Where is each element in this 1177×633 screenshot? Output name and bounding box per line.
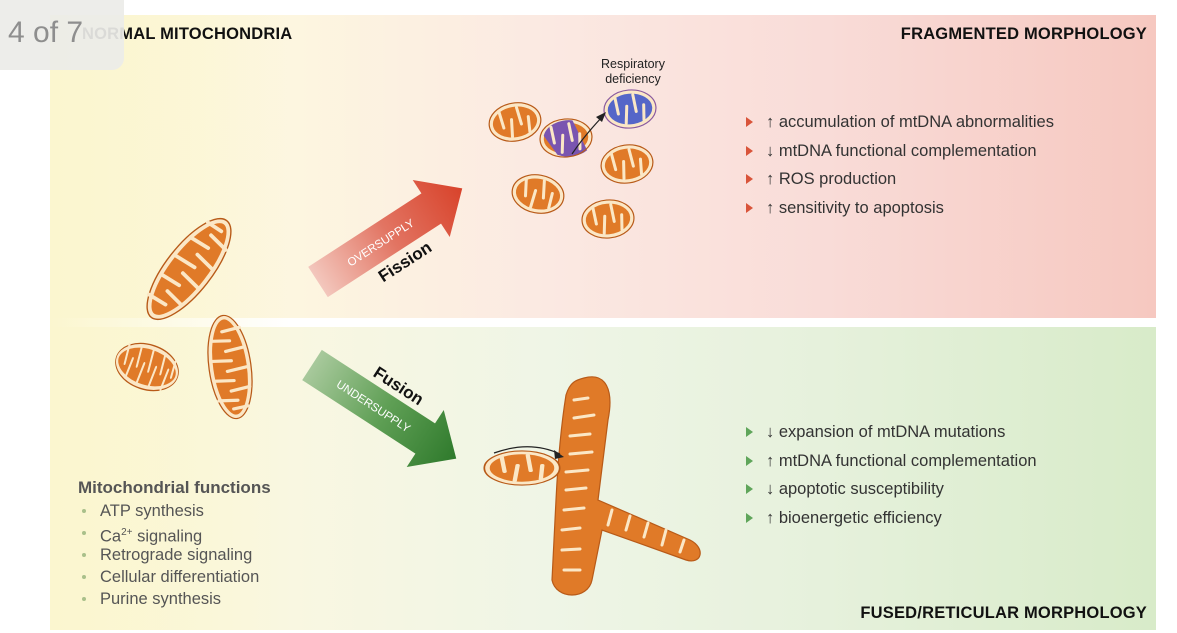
list-item: ATP synthesis (78, 500, 271, 522)
bullet-triangle-icon (746, 512, 753, 523)
bullet-triangle-icon (746, 145, 753, 156)
list-item: Purine synthesis (78, 588, 271, 610)
effect-text: ↓ mtDNA functional complementation (766, 141, 1037, 160)
bullet-triangle-icon (746, 427, 753, 437)
fused-effects-list: ↓ expansion of mtDNA mutations ↑ mtDNA f… (746, 418, 1037, 532)
bullet-triangle-icon (746, 455, 753, 466)
function-text: Cellular differentiation (100, 568, 260, 586)
effect-text: ↑ accumulation of mtDNA abnormalities (766, 113, 1054, 131)
fragment-mitochondrion (578, 196, 638, 242)
normal-panel-fade (50, 15, 290, 630)
bullet-triangle-icon (746, 174, 753, 184)
normal-mitochondria-heading: NORMAL MITOCHONDRIA (82, 25, 293, 43)
fragment-mitochondrion (507, 169, 569, 219)
bullet-triangle-icon (746, 484, 753, 494)
list-item: Retrograde signaling (78, 544, 271, 566)
effect-text: ↓ expansion of mtDNA mutations (766, 423, 1006, 441)
list-item: ↑ ROS production (746, 165, 1054, 194)
normal-mitochondrion-long (133, 206, 245, 331)
effect-text: ↑ ROS production (766, 170, 897, 188)
fragmented-morphology-heading: FRAGMENTED MORPHOLOGY (900, 25, 1147, 43)
functions-title: Mitochondrial functions (78, 478, 271, 497)
bullet-triangle-icon (746, 202, 753, 213)
effect-text: ↓ apoptotic susceptibility (766, 480, 944, 498)
respiratory-deficiency-label: Respiratory deficiency (601, 57, 665, 86)
effect-text: ↑ mtDNA functional complementation (766, 451, 1037, 470)
list-item: ↓ apoptotic susceptibility (746, 475, 1037, 504)
bullet-dot-icon (82, 575, 86, 579)
functions-list: ATP synthesis Ca2+ signaling Retrograde … (78, 500, 271, 610)
effect-text: ↑ bioenergetic efficiency (766, 508, 942, 527)
list-item: ↑ mtDNA functional complementation (746, 447, 1037, 476)
fusion-motion-arrow-head (554, 450, 564, 459)
list-item: ↑ accumulation of mtDNA abnormalities (746, 108, 1054, 137)
calcium-superscript: 2+ (121, 527, 133, 538)
list-item: ↓ mtDNA functional complementation (746, 137, 1054, 166)
page-counter: 4 of 7 (8, 16, 84, 49)
deficient-mitochondrion (600, 86, 660, 132)
list-item: ↓ expansion of mtDNA mutations (746, 418, 1037, 447)
deficiency-arrow-head (596, 112, 606, 122)
fusing-mitochondrion (484, 451, 559, 485)
fusion-arrow: UNDERSUPPLY Fusion (302, 349, 457, 468)
function-text: Purine synthesis (100, 590, 222, 608)
effect-text: ↑ sensitivity to apoptosis (766, 198, 944, 217)
list-item: Ca2+ signaling (78, 522, 271, 546)
fission-arrow: OVERSUPPLY Fission (308, 179, 463, 298)
fused-morphology-heading: FUSED/RETICULAR MORPHOLOGY (860, 604, 1147, 622)
list-item: ↑ sensitivity to apoptosis (746, 194, 1054, 223)
fragment-mitochondrion (596, 139, 658, 189)
fragmented-effects-list: ↑ accumulation of mtDNA abnormalities ↓ … (746, 108, 1054, 222)
mitochondrial-functions: Mitochondrial functions ATP synthesis Ca… (78, 478, 271, 610)
bullet-dot-icon (82, 509, 86, 513)
bullet-triangle-icon (746, 117, 753, 127)
bullet-dot-icon (82, 531, 86, 535)
function-text: ATP synthesis (100, 502, 204, 520)
function-text: Ca (100, 527, 122, 546)
page-indicator[interactable]: 4 of 7 (0, 0, 124, 70)
reticular-mitochondrion (551, 376, 701, 596)
bullet-dot-icon (82, 553, 86, 557)
list-item: ↑ bioenergetic efficiency (746, 504, 1037, 533)
list-item: Cellular differentiation (78, 566, 271, 588)
mixed-mitochondrion (536, 115, 596, 161)
normal-mitochondrion-small (109, 336, 184, 399)
function-text: signaling (132, 527, 203, 546)
fragment-mitochondrion (484, 97, 546, 147)
normal-mitochondrion-vertical (202, 313, 258, 422)
function-text: Retrograde signaling (100, 546, 253, 564)
bullet-dot-icon (82, 597, 86, 601)
